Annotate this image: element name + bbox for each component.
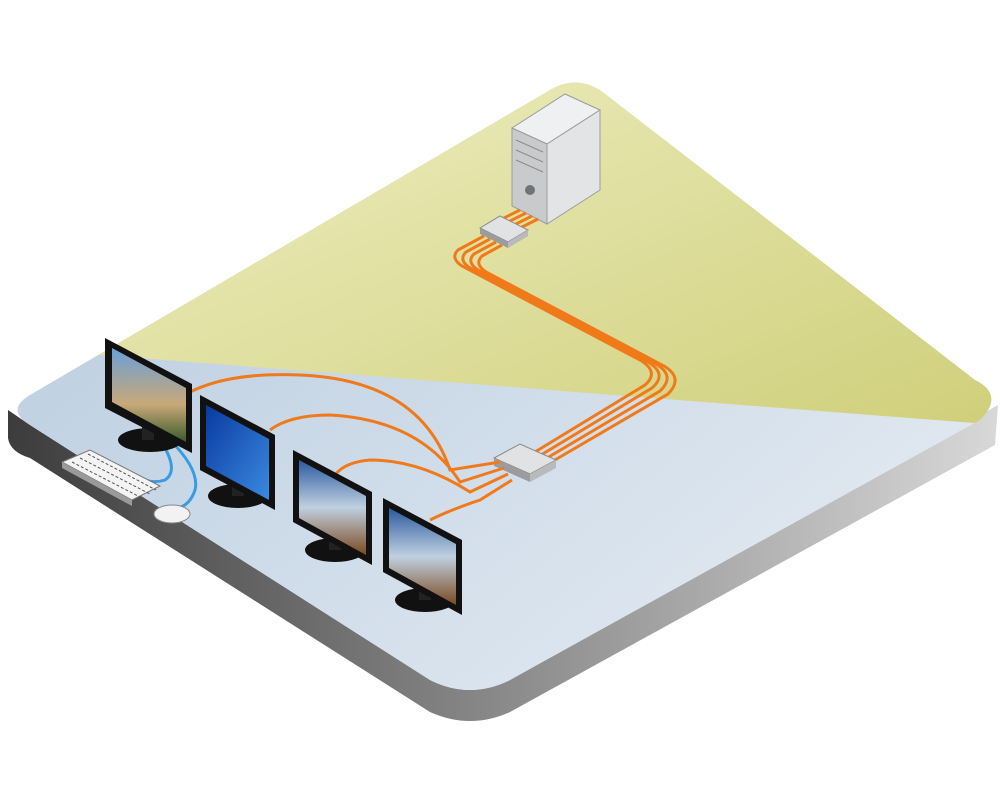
server-tower-icon — [510, 93, 602, 225]
mouse-icon — [153, 504, 191, 524]
monitor-icon — [383, 498, 462, 615]
splitter-box-icon — [492, 443, 558, 482]
monitor-icon — [105, 338, 192, 453]
monitor-icon — [293, 450, 372, 565]
trunk-cables — [453, 234, 677, 466]
keyboard-icon — [60, 449, 162, 506]
platform-edge — [8, 405, 998, 721]
monitor-icon — [200, 395, 275, 510]
splitter-box-icon — [478, 215, 530, 248]
monitor-cables — [189, 373, 513, 522]
